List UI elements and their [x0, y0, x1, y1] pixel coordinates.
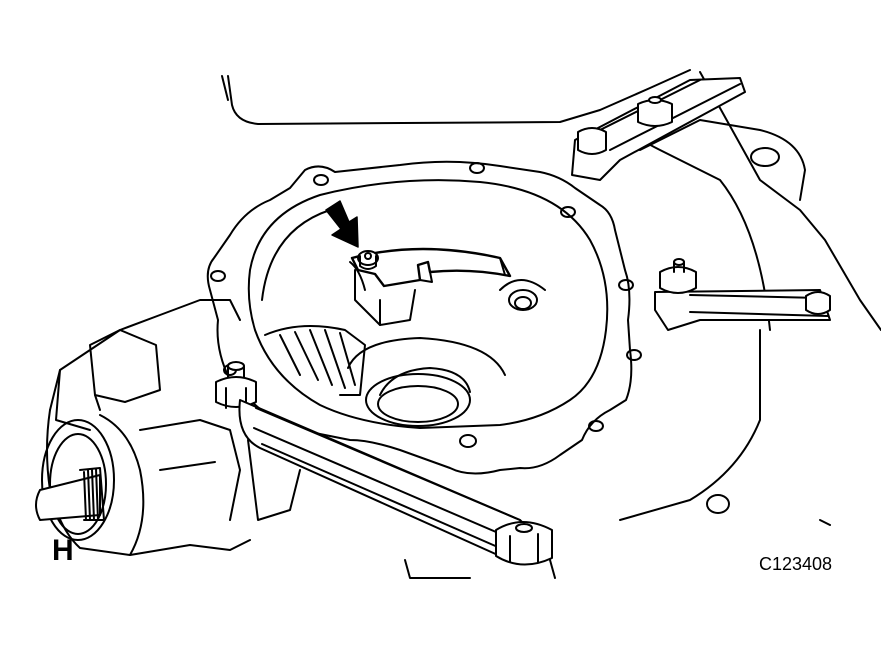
pointer-arrow — [325, 200, 359, 248]
support-bar-right — [654, 258, 831, 331]
nut-front-right — [495, 521, 553, 566]
view-label: H — [52, 534, 74, 567]
stud-nut-left — [215, 361, 257, 409]
housing-bore — [247, 179, 609, 429]
support-bar-upper — [571, 77, 746, 181]
target-bolt — [357, 250, 379, 270]
gearbox-body — [35, 299, 301, 556]
figure-code: C123408 — [759, 554, 833, 574]
background-housing — [221, 69, 881, 579]
retainer-plate — [350, 247, 512, 288]
